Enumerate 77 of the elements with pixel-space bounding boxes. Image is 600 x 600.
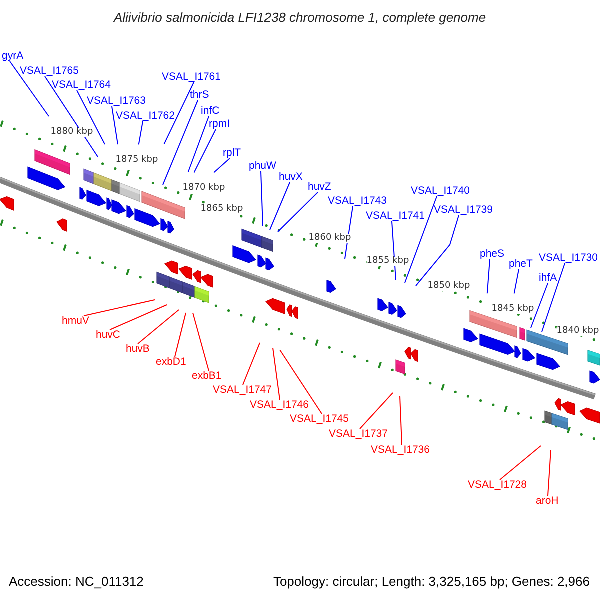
gene-label: VSAL_I1763	[87, 96, 146, 106]
leader-line	[110, 304, 168, 330]
title: Aliivibrio salmonicida LFI1238 chromosome 1, complete genome	[112, 11, 488, 24]
leader-line	[272, 348, 280, 400]
gene-label: rpmI	[209, 119, 230, 130]
leader-line	[162, 100, 198, 186]
scale-label: 1860 kbp	[308, 234, 352, 243]
gene-label: VSAL_I1741	[366, 211, 425, 222]
gene-label: VSAL_I1730	[539, 253, 598, 264]
leader-line	[514, 269, 520, 294]
leader-line	[360, 392, 394, 430]
leader-line	[392, 221, 396, 280]
scale-label: 1865 kbp	[200, 205, 244, 214]
scale-label: 1850 kbp	[428, 282, 470, 291]
gene-label: VSAL_I1745	[290, 414, 349, 424]
footer-text: Topology: circular; Length: 3,325,165 bp; Genes: 2,966	[273, 575, 590, 588]
gene-label: VSAL_I1743	[328, 196, 387, 206]
leader-line	[416, 215, 460, 286]
leader-line	[548, 450, 552, 496]
leader-line	[486, 259, 490, 294]
gene-label: VSAL_I1765	[20, 66, 79, 76]
gene-label: huvC	[96, 330, 121, 340]
gene-label: hmuV	[62, 316, 90, 326]
leader-line	[400, 396, 402, 446]
leader-line	[214, 158, 230, 174]
leader-line	[76, 90, 106, 145]
scale-label: 1870 kbp	[182, 184, 226, 193]
scale-label: 1875 kbp	[116, 156, 158, 165]
leader-line	[404, 196, 438, 284]
leader-line	[164, 82, 194, 145]
gene-label: VSAL_I1740	[411, 186, 470, 196]
leader-line	[138, 310, 180, 344]
leader-line	[10, 61, 50, 117]
leader-line	[194, 129, 216, 174]
leader-line	[112, 106, 118, 146]
gene-label: VSAL_I1736	[371, 445, 430, 456]
gene-label: VSAL_I1762	[116, 111, 175, 122]
gene-label: gyrA	[2, 51, 24, 62]
leader-line	[242, 342, 260, 386]
gene-label: VSAL_I1761	[162, 72, 221, 82]
gene-label: VSAL_I1764	[52, 80, 111, 90]
gene-label: exbB1	[192, 371, 222, 382]
leader-line	[44, 76, 98, 158]
leader-line	[84, 300, 156, 316]
leader-line	[530, 283, 548, 328]
gene-label: infC	[201, 106, 220, 116]
leader-line	[188, 116, 210, 173]
gene-label: VSAL_I1747	[213, 385, 272, 396]
scale-label: 1840 kbp	[556, 327, 600, 336]
footer-text: Accession: NC_011312	[9, 575, 144, 588]
leader-line	[542, 263, 566, 332]
gene-label: VSAL_I1728	[468, 480, 527, 490]
gene-label: aroH	[536, 496, 559, 506]
gene-label: thrS	[190, 90, 210, 100]
scale-label: 1845 kbp	[492, 305, 534, 314]
gene-label: huvX	[279, 172, 303, 182]
gene-label: huvB	[126, 344, 150, 354]
leader-line	[138, 121, 144, 146]
gene-label: phuW	[249, 161, 276, 172]
gene-label: exbD1	[156, 357, 186, 368]
leader-line	[174, 312, 186, 358]
scale-label: 1880 kbp	[50, 128, 94, 137]
leader-line	[270, 182, 290, 230]
leader-line	[260, 171, 264, 226]
leader-line	[280, 350, 322, 414]
leader-line	[192, 312, 210, 372]
gene-label: pheT	[509, 259, 533, 270]
gene-label: VSAL_I1746	[250, 400, 309, 410]
gene-label: ihfA	[539, 273, 558, 284]
gene-label: rplT	[223, 148, 242, 158]
gene-label: VSAL_I1739	[434, 205, 493, 216]
leader-line	[278, 192, 318, 232]
gene-label: VSAL_I1737	[329, 429, 388, 440]
leader-line	[500, 446, 542, 480]
gene-label: huvZ	[308, 182, 332, 192]
scale-label: 1855 kbp	[366, 257, 410, 266]
gene-label: pheS	[480, 249, 505, 260]
